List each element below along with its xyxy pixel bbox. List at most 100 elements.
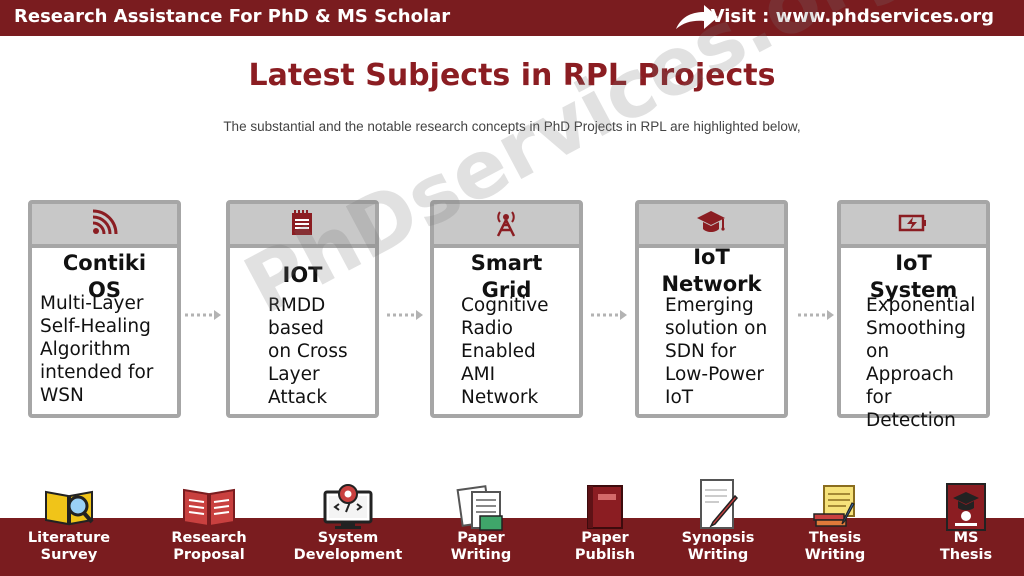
card-description: Emerging solution on SDN for Low-Power I…	[665, 294, 767, 409]
card-cap	[230, 204, 375, 244]
radio-tower-icon	[496, 211, 516, 237]
dotted-arrow-connector	[185, 310, 221, 320]
card-title-line1: Smart	[470, 251, 543, 275]
battery-charging-icon	[898, 214, 926, 232]
paper-writing-icon	[456, 485, 503, 531]
desc-line: AMI	[461, 364, 496, 385]
card-contiki-os: Contiki OS Multi-Layer Self-Healing Algo…	[28, 200, 181, 418]
thesis-writing-icon	[813, 485, 855, 527]
desc-line: intended for	[40, 362, 154, 383]
card-divider	[434, 244, 579, 248]
nav-label-line1: Literature	[27, 530, 111, 546]
desc-line: Enabled	[461, 341, 536, 362]
desc-line: for	[866, 387, 892, 408]
card-title-line2: Network	[661, 272, 762, 296]
card-title: Contiki OS	[32, 250, 177, 304]
desc-line: Self-Healing	[40, 316, 151, 337]
share-arrow-icon	[676, 5, 718, 29]
card-description: Exponential Smoothing on Approach for De…	[866, 294, 975, 432]
desc-line: based	[268, 318, 324, 339]
page-title: Latest Subjects in RPL Projects	[248, 58, 776, 93]
bottom-nav-bar	[0, 518, 1024, 576]
nav-label-line2: Thesis	[939, 547, 993, 563]
dotted-arrow-connector	[591, 310, 627, 320]
card-cap	[841, 204, 986, 244]
system-development-icon	[323, 484, 373, 529]
desc-line: Multi-Layer	[40, 293, 144, 314]
nav-label-line1: Research	[171, 530, 247, 546]
nav-label-line2: Proposal	[173, 547, 245, 563]
card-title: IoT System	[841, 250, 986, 304]
card-divider	[230, 244, 375, 248]
card-cap	[32, 204, 177, 244]
nav-label-line2: Development	[293, 547, 403, 563]
card-title-line1: IoT	[895, 251, 932, 275]
nav-label-line2: Survey	[40, 547, 98, 563]
research-proposal-icon	[183, 488, 235, 528]
page-subtitle: The substantial and the notable research…	[223, 119, 801, 134]
card-smart-grid: Smart Grid Cognitive Radio Enabled AMI N…	[430, 200, 583, 418]
desc-line: Algorithm	[40, 339, 131, 360]
wifi-signal-icon	[92, 209, 118, 235]
card-title-line2: Grid	[481, 278, 532, 302]
synopsis-writing-icon	[700, 479, 739, 529]
paper-publish-icon	[587, 485, 623, 529]
desc-line: Attack	[268, 387, 328, 408]
nav-label-line2: Writing	[687, 547, 749, 563]
card-title-line2: System	[869, 278, 958, 302]
card-cap	[434, 204, 579, 244]
desc-line: Cognitive	[461, 295, 549, 316]
nav-label-line2: Writing	[450, 547, 512, 563]
nav-label-line1: Paper	[457, 530, 505, 546]
card-description: RMDD based on Cross Layer Attack	[268, 294, 348, 409]
card-description: Multi-Layer Self-Healing Algorithm inten…	[40, 292, 153, 407]
desc-line: Low-Power	[665, 364, 765, 385]
card-title: IOT	[230, 262, 375, 289]
card-iot-network: IoT Network Emerging solution on SDN for…	[635, 200, 788, 418]
card-divider	[841, 244, 986, 248]
ms-thesis-icon	[946, 483, 986, 531]
notepad-icon	[292, 210, 312, 235]
top-banner: Research Assistance For PhD & MS Scholar…	[0, 0, 1024, 36]
desc-line: on	[866, 341, 890, 362]
card-title: IoT Network	[639, 244, 784, 298]
desc-line: Layer	[268, 364, 320, 385]
nav-label-line1: Synopsis	[681, 530, 755, 546]
visit-link[interactable]: Visit : www.phdservices.org	[710, 6, 994, 27]
nav-label-line2: Publish	[574, 547, 636, 563]
nav-label-line1: System	[317, 530, 379, 546]
card-divider	[32, 244, 177, 248]
desc-line: Network	[461, 387, 539, 408]
card-iot: IOT RMDD based on Cross Layer Attack	[226, 200, 379, 418]
desc-line: Radio	[461, 318, 513, 339]
dotted-arrow-connector	[387, 310, 423, 320]
nav-label-line1: MS	[953, 530, 979, 546]
card-description: Cognitive Radio Enabled AMI Network	[461, 294, 549, 409]
card-title: Smart Grid	[434, 250, 579, 304]
desc-line: IoT	[665, 387, 694, 408]
card-title-line1: IOT	[282, 263, 323, 287]
desc-line: Smoothing	[866, 318, 966, 339]
card-title-line1: Contiki	[62, 251, 147, 275]
nav-label-line2: Writing	[804, 547, 866, 563]
dotted-arrow-connector	[798, 310, 834, 320]
literature-survey-icon	[45, 490, 94, 526]
graduation-cap-icon	[697, 211, 725, 232]
desc-line: Approach	[866, 364, 954, 385]
card-cap	[639, 204, 784, 244]
card-title-line2: OS	[88, 278, 121, 302]
desc-line: Emerging	[665, 295, 754, 316]
card-title-line1: IoT	[693, 245, 730, 269]
nav-label-line1: Thesis	[808, 530, 862, 546]
desc-line: on Cross	[268, 341, 348, 362]
brand-title: Research Assistance For PhD & MS Scholar	[14, 6, 451, 27]
card-divider	[639, 244, 784, 248]
